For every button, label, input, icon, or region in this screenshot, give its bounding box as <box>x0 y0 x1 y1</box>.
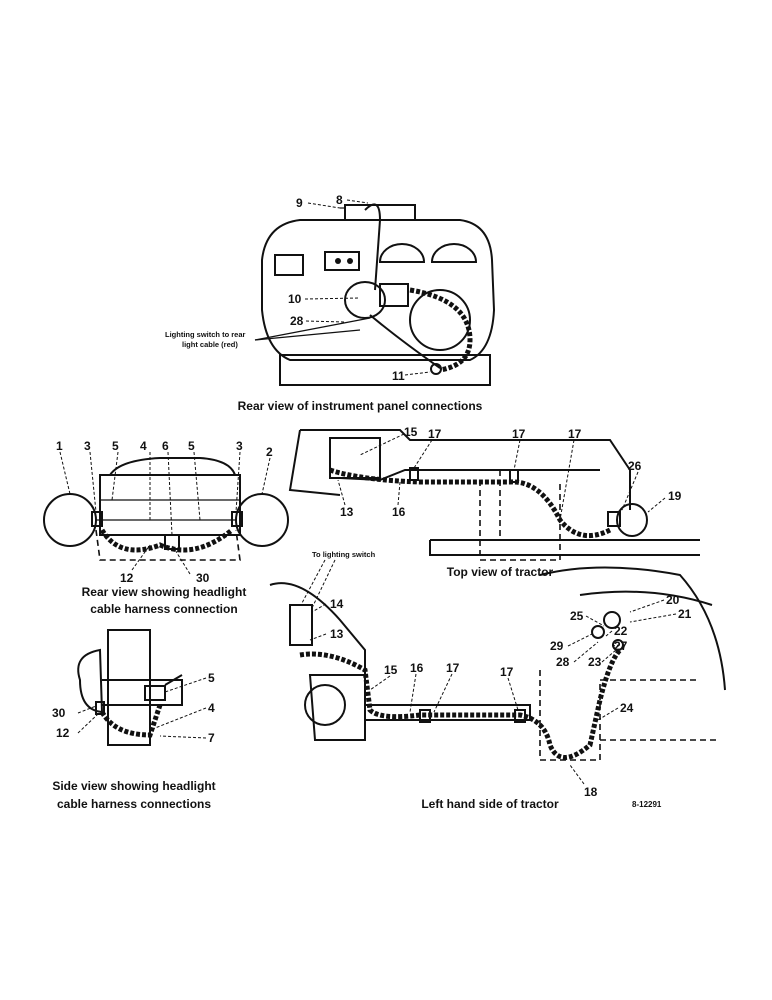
callout-17: 17 <box>428 427 442 441</box>
caption-top-view: Top view of tractor <box>447 565 554 579</box>
side-view-callouts: 5 30 4 12 7 <box>52 671 215 745</box>
callout-16: 16 <box>410 661 424 675</box>
caption-rear-view-line-2: cable harness connection <box>90 602 237 616</box>
callout-16: 16 <box>392 505 406 519</box>
callout-9: 9 <box>296 196 303 210</box>
callout-19: 19 <box>668 489 682 503</box>
callout-18: 18 <box>584 785 598 799</box>
callout-3: 3 <box>84 439 91 453</box>
callout-20: 20 <box>666 593 680 607</box>
notes: Lighting switch to rear light cable (red… <box>165 330 662 809</box>
caption-side-view-line-1: Side view showing headlight <box>52 779 215 793</box>
callout-12: 12 <box>56 726 70 740</box>
callout-27: 27 <box>614 639 628 653</box>
callout-12: 12 <box>120 571 134 585</box>
panel-callouts: 9 8 10 28 11 <box>288 193 405 383</box>
callout-24: 24 <box>620 701 634 715</box>
callout-5: 5 <box>208 671 215 685</box>
callout-1: 1 <box>56 439 63 453</box>
callout-21: 21 <box>678 607 692 621</box>
callout-10: 10 <box>288 292 302 306</box>
callout-17: 17 <box>500 665 514 679</box>
callout-17: 17 <box>446 661 460 675</box>
caption-side-view-line-2: cable harness connections <box>57 797 211 811</box>
callout-7: 7 <box>208 731 215 745</box>
rear-view-callouts: 1 3 5 4 6 5 3 2 12 30 <box>56 439 273 585</box>
caption-instrument-panel: Rear view of instrument panel connection… <box>238 399 483 413</box>
callout-30: 30 <box>196 571 210 585</box>
callout-4: 4 <box>140 439 147 453</box>
top-view <box>288 429 700 561</box>
callout-29: 29 <box>550 639 564 653</box>
caption-left-side: Left hand side of tractor <box>421 797 559 811</box>
callout-13: 13 <box>330 627 344 641</box>
callout-3: 3 <box>236 439 243 453</box>
callout-14: 14 <box>330 597 344 611</box>
callout-28: 28 <box>290 314 304 328</box>
callout-8: 8 <box>336 193 343 207</box>
callout-4: 4 <box>208 701 215 715</box>
callout-5: 5 <box>188 439 195 453</box>
captions: Rear view of instrument panel connection… <box>52 399 559 811</box>
rear-headlight-view <box>43 457 289 561</box>
callout-15: 15 <box>404 425 418 439</box>
callout-17: 17 <box>568 427 582 441</box>
callout-26: 26 <box>628 459 642 473</box>
figure-reference: 8-12291 <box>632 800 662 809</box>
callout-11: 11 <box>392 369 405 383</box>
callout-22: 22 <box>614 624 628 638</box>
callout-28: 28 <box>556 655 570 669</box>
callout-25: 25 <box>570 609 584 623</box>
note-to-lighting-switch: To lighting switch <box>312 550 376 559</box>
callout-5: 5 <box>112 439 119 453</box>
callout-17: 17 <box>512 427 526 441</box>
side-headlight-view <box>77 629 183 746</box>
note-switch-cable-line-1: Lighting switch to rear <box>165 330 246 339</box>
callout-2: 2 <box>266 445 273 459</box>
callout-23: 23 <box>588 655 602 669</box>
left-side-callouts: 14 13 15 16 17 17 20 21 25 22 29 27 28 2… <box>330 593 692 799</box>
callout-6: 6 <box>162 439 169 453</box>
note-switch-cable-line-2: light cable (red) <box>182 340 238 349</box>
callout-13: 13 <box>340 505 354 519</box>
left-side-view <box>269 566 726 761</box>
callout-15: 15 <box>384 663 398 677</box>
top-view-callouts: 15 17 17 17 13 16 26 19 <box>340 425 682 519</box>
callout-30: 30 <box>52 706 66 720</box>
leader-lines <box>59 199 677 785</box>
instrument-panel-view <box>254 203 496 386</box>
caption-rear-view-line-1: Rear view showing headlight <box>82 585 247 599</box>
